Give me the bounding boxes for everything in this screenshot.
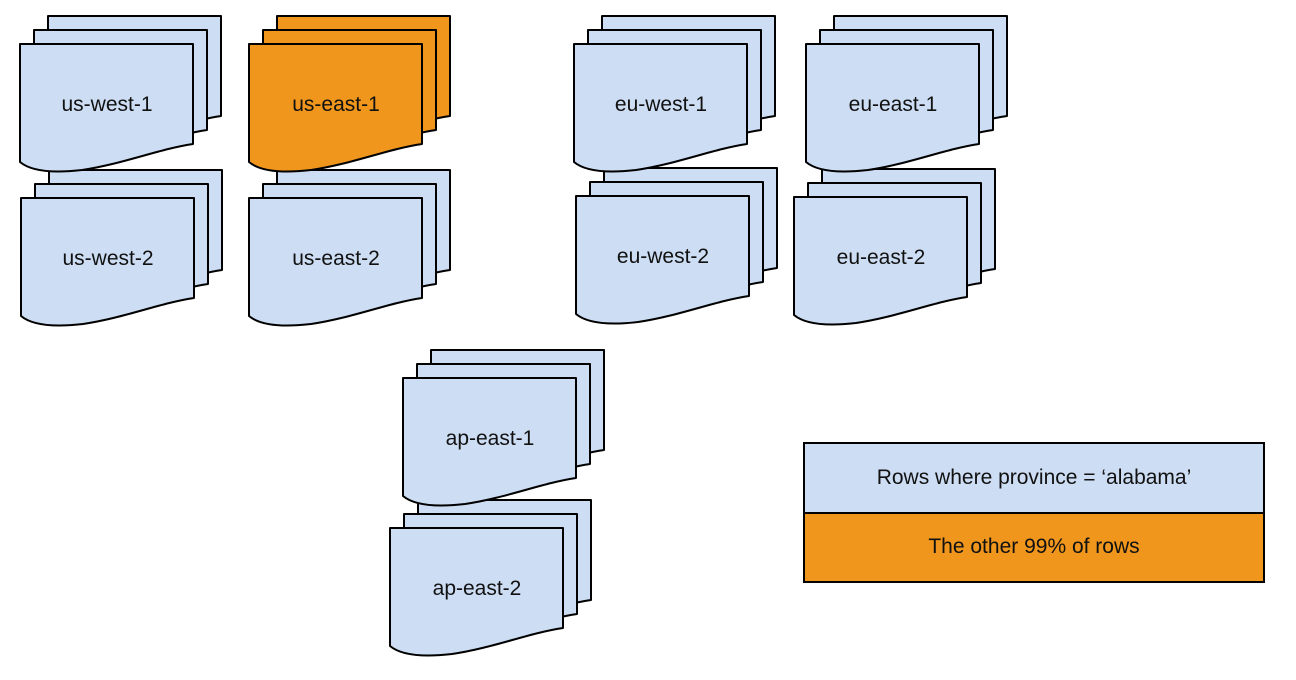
region-stack-eu-west-2: eu-west-2	[575, 167, 779, 327]
region-label: eu-west-1	[614, 93, 708, 116]
region-stack-us-west-2: us-west-2	[20, 169, 224, 329]
region-stack-eu-west-1: eu-west-1	[573, 15, 777, 175]
region-label: eu-east-2	[836, 246, 926, 269]
region-stack-eu-east-2: eu-east-2	[793, 168, 997, 328]
region-label: us-east-2	[292, 247, 380, 270]
region-stack-us-west-1: us-west-1	[19, 15, 223, 175]
region-label: us-west-2	[62, 247, 154, 270]
region-label: us-west-1	[61, 93, 153, 116]
region-label: eu-east-1	[848, 93, 938, 116]
legend: Rows where province = ‘alabama’ The othe…	[803, 442, 1265, 583]
legend-item-label: Rows where province = ‘alabama’	[876, 465, 1192, 489]
region-stack-us-east-2: us-east-2	[248, 169, 452, 329]
region-label: eu-west-2	[616, 245, 710, 268]
legend-item-label: The other 99% of rows	[928, 535, 1140, 559]
region-label: ap-east-1	[445, 427, 535, 450]
region-stack-ap-east-1: ap-east-1	[402, 349, 606, 509]
legend-item-other-rows: The other 99% of rows	[805, 511, 1263, 581]
legend-item-alabama-rows: Rows where province = ‘alabama’	[805, 444, 1263, 512]
region-label: us-east-1	[292, 93, 380, 116]
region-stack-us-east-1: us-east-1	[248, 15, 452, 175]
region-stack-eu-east-1: eu-east-1	[805, 15, 1009, 175]
region-label: ap-east-2	[432, 577, 522, 600]
region-stack-ap-east-2: ap-east-2	[389, 499, 593, 659]
